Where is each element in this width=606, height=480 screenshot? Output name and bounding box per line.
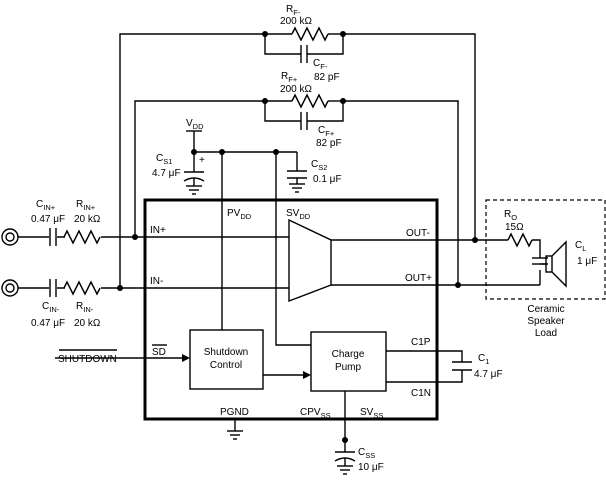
svg-text:RF+: RF+ <box>281 71 298 84</box>
pin-sd: SD <box>152 347 166 358</box>
pin-out-plus: OUT+ <box>405 273 432 284</box>
cf-minus-value: 82 pF <box>314 72 340 83</box>
rin-minus-value: 20 kΩ <box>74 318 101 329</box>
c1n-wire <box>386 370 463 383</box>
cl-value: 1 μF <box>577 256 597 267</box>
feedback-wire-minus <box>119 33 265 288</box>
resistor-rin-minus <box>63 280 101 296</box>
svg-text:CS1: CS1 <box>156 153 172 166</box>
shutdown-control-block <box>189 329 264 390</box>
rf-plus-value: 200 kΩ <box>280 84 312 95</box>
pin-svss: SVSS <box>360 407 383 420</box>
ro-value: 15Ω <box>505 222 524 233</box>
shutdown-block-line1: Shutdown <box>204 347 248 358</box>
cs1-polarity: + <box>199 155 205 166</box>
feedback-wire-minus-out <box>343 33 476 240</box>
shutdown-signal-label: SHUTDOWN <box>58 354 117 365</box>
svg-text:CSS: CSS <box>358 447 375 460</box>
svg-text:CS2: CS2 <box>311 159 327 172</box>
pin-pgnd: PGND <box>220 407 249 418</box>
svg-text:RF-: RF- <box>286 4 301 17</box>
svg-text:CIN-: CIN- <box>42 301 60 314</box>
rin-plus-value: 20 kΩ <box>74 214 101 225</box>
css-value: 10 μF <box>358 462 384 473</box>
svg-text:RIN+: RIN+ <box>76 199 96 212</box>
cin-plus-value: 0.47 μF <box>31 214 65 225</box>
charge-pump-line1: Charge <box>332 349 365 360</box>
charge-pump-line2: Pump <box>335 362 362 373</box>
svg-text:CF+: CF+ <box>318 125 335 138</box>
pin-pvdd: PVDD <box>227 208 252 221</box>
vdd-label: VDD <box>186 118 204 131</box>
load-label-line3: Load <box>535 328 557 339</box>
svg-text:RO: RO <box>504 209 517 222</box>
ic-package <box>143 198 439 421</box>
shutdown-block-line2: Control <box>210 360 242 371</box>
c1-value: 4.7 μF <box>474 369 503 380</box>
svdd-wire <box>275 152 311 346</box>
svg-text:CIN+: CIN+ <box>36 199 56 212</box>
pin-c1n: C1N <box>411 388 431 399</box>
rf-minus-value: 200 kΩ <box>280 16 312 27</box>
pin-in-plus: IN+ <box>150 225 166 236</box>
pin-in-minus: IN- <box>150 276 163 287</box>
cin-minus-value: 0.47 μF <box>31 318 65 329</box>
svg-text:RIN-: RIN- <box>76 301 94 314</box>
svg-text:CL: CL <box>575 240 586 253</box>
load-label-line2: Speaker <box>527 316 565 327</box>
charge-pump-block <box>310 331 387 392</box>
resistor-rf-minus <box>291 26 329 42</box>
input-jack-plus <box>1 228 19 246</box>
resistor-rin-plus <box>63 229 101 245</box>
cf-plus-value: 82 pF <box>316 138 342 149</box>
resistor-ro <box>507 232 533 248</box>
svg-text:C1: C1 <box>478 353 489 366</box>
feedback-wire-plus <box>134 100 265 237</box>
pin-cpvss: CPVSS <box>300 407 331 420</box>
speaker-load-box <box>485 199 606 300</box>
pin-svdd: SVDD <box>286 208 311 221</box>
load-label-line1: Ceramic <box>527 304 564 315</box>
pin-out-minus: OUT- <box>406 228 430 239</box>
pin-c1p: C1P <box>411 337 431 348</box>
cs2-value: 0.1 μF <box>313 174 342 185</box>
amplifier-triangle <box>288 218 332 303</box>
c1p-wire <box>386 350 463 362</box>
cs1-value: 4.7 μF <box>152 168 181 179</box>
svg-text:CF-: CF- <box>313 58 328 71</box>
feedback-wire-plus-out <box>343 100 459 285</box>
input-jack-minus <box>1 279 19 297</box>
resistor-rf-plus <box>291 93 329 109</box>
